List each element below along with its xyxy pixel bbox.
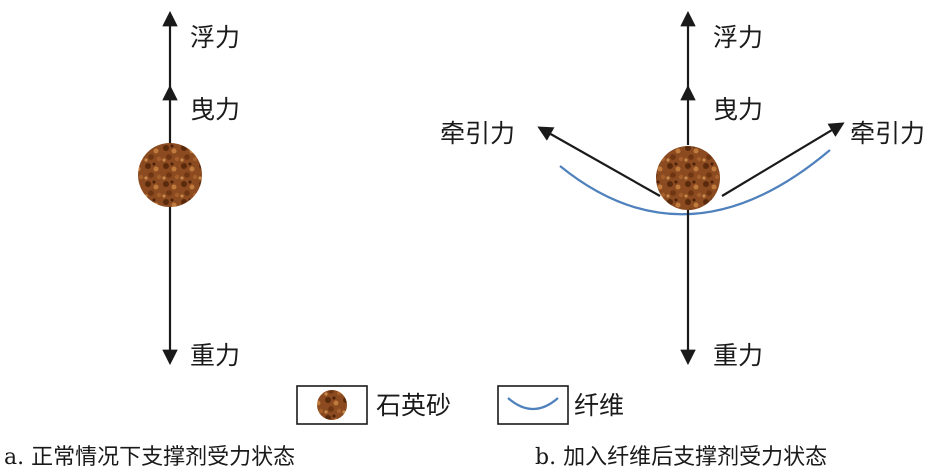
fiber-curve: [559, 149, 831, 216]
traction-label-right: 牵引力: [850, 119, 925, 148]
panel-a: 浮力 曳力 重力: [138, 10, 240, 370]
legend-fiber-label: 纤维: [574, 391, 624, 420]
legend: 石英砂 纤维: [296, 385, 624, 425]
panel-b: 浮力 曳力 重力 牵引力 牵引力: [440, 10, 925, 370]
legend-sand-icon: [317, 390, 347, 420]
legend-fiber-box: [497, 385, 569, 425]
legend-fiber-icon: [507, 397, 559, 411]
quartz-sand-particle-b: [656, 146, 720, 210]
traction-arrow-right: [721, 122, 845, 197]
traction-label-left: 牵引力: [440, 119, 515, 148]
caption-b: b. 加入纤维后支撑剂受力状态: [535, 445, 827, 470]
caption-a: a. 正常情况下支撑剂受力状态: [4, 445, 295, 470]
quartz-sand-particle-a: [138, 143, 202, 207]
traction-arrow-left: [537, 126, 661, 197]
gravity-label-b: 重力: [713, 341, 763, 370]
buoyancy-label-b: 浮力: [713, 23, 763, 52]
drag-label-b: 曳力: [713, 95, 763, 124]
buoyancy-label-a: 浮力: [190, 23, 240, 52]
legend-sand-label: 石英砂: [376, 391, 451, 420]
gravity-label-a: 重力: [190, 341, 240, 370]
drag-label-a: 曳力: [190, 95, 240, 124]
